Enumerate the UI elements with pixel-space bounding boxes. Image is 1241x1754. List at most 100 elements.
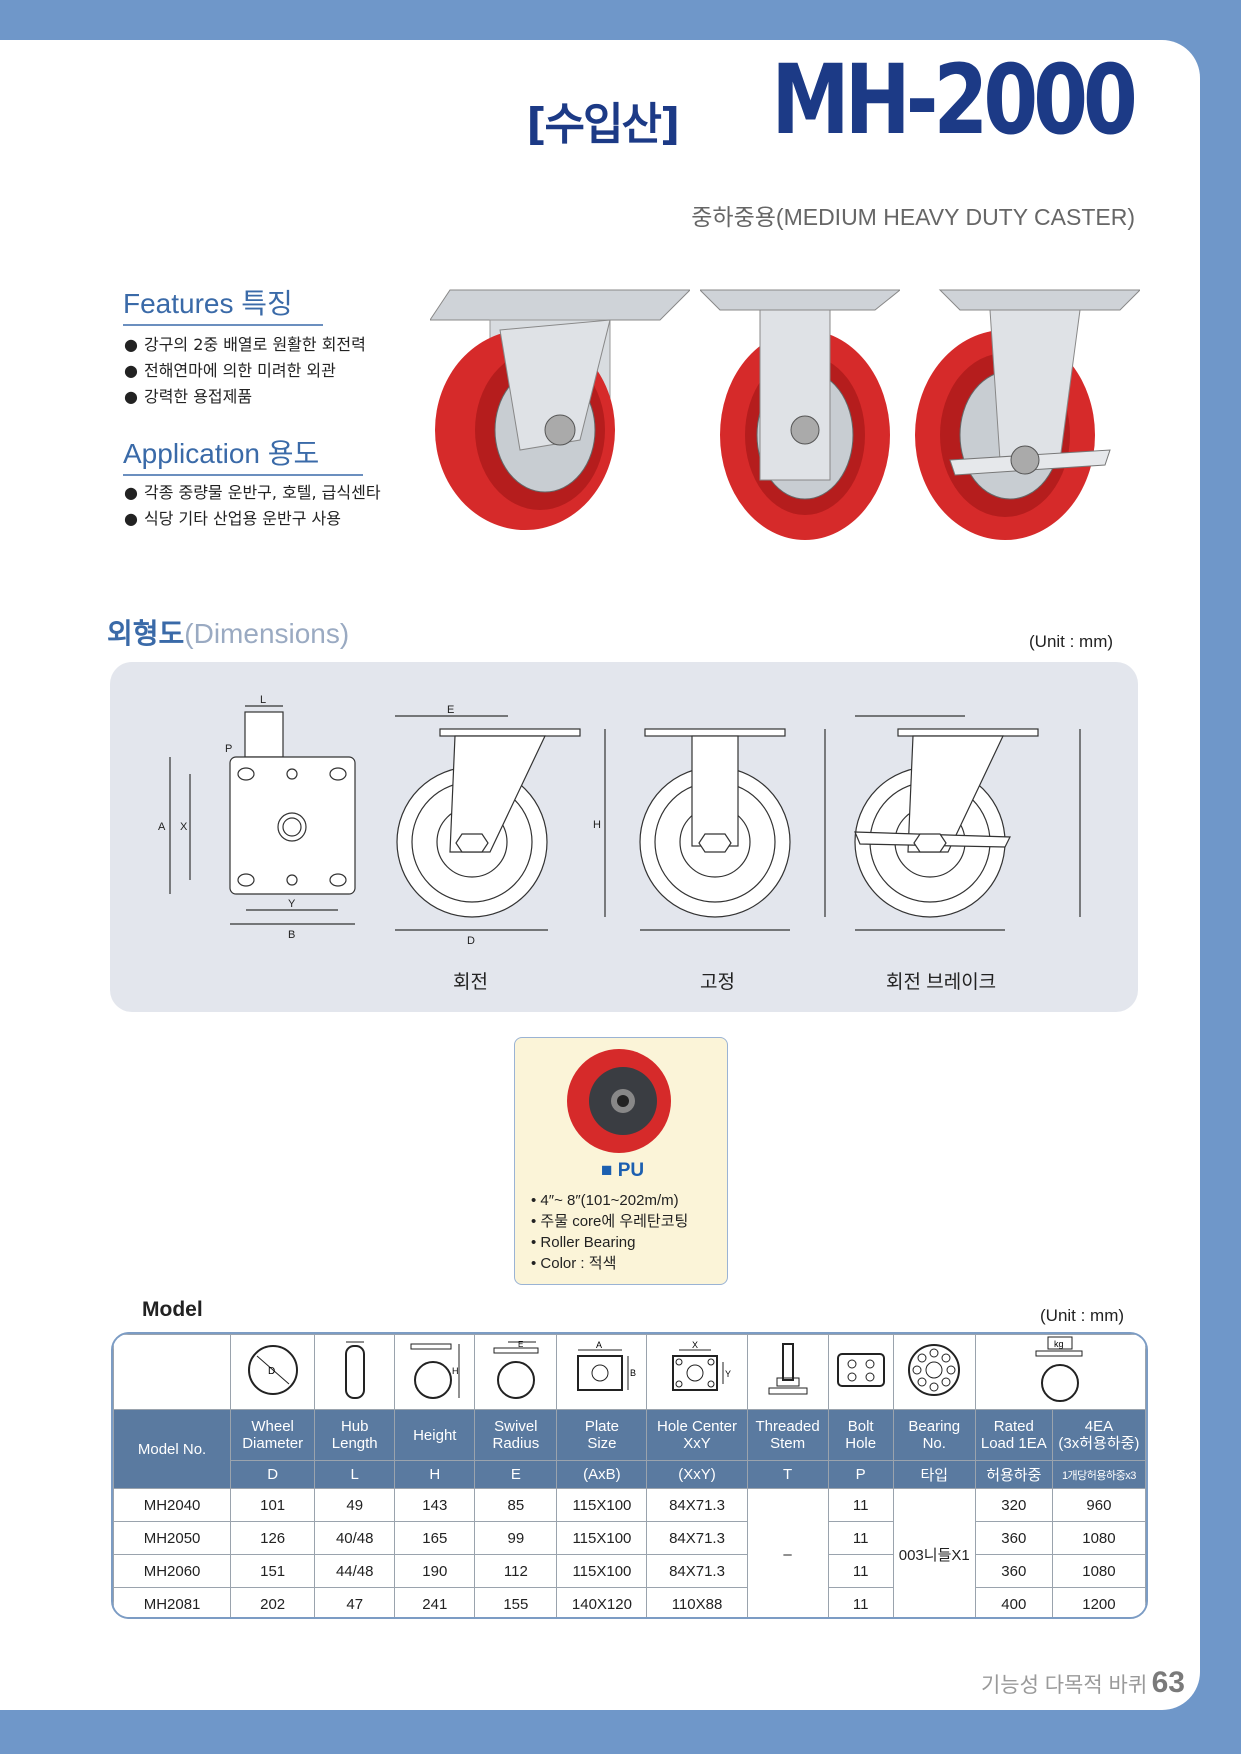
symbol-cell: (XxY) bbox=[646, 1460, 748, 1489]
icon-letter-kg: kg bbox=[1054, 1339, 1064, 1349]
pu-title: ■ PU bbox=[601, 1160, 645, 1181]
icon-letter-d: D bbox=[268, 1366, 275, 1377]
wheel-diameter-icon: D bbox=[230, 1334, 316, 1410]
cell-p: 11 bbox=[827, 1488, 894, 1522]
cell-e: 112 bbox=[474, 1554, 558, 1588]
symbol-cell: 타입 bbox=[892, 1460, 976, 1489]
cell-load4: 1200 bbox=[1051, 1587, 1146, 1617]
dimensions-title-ko: 외형도 bbox=[107, 618, 185, 649]
header-model-no: Model No. bbox=[113, 1409, 232, 1489]
icon-cell-blank bbox=[113, 1334, 232, 1410]
features-list: 강구의 2중 배열로 원활한 회전력 전해연마에 의한 미려한 외관 강력한 용… bbox=[124, 332, 366, 410]
dimensions-panel: L P A X Y B E H D bbox=[110, 662, 1138, 1012]
cell-h: 190 bbox=[394, 1554, 476, 1588]
rigid-caster-photo bbox=[700, 289, 900, 540]
page-title: MH-2000 bbox=[771, 44, 1137, 156]
cell-load: 360 bbox=[974, 1554, 1053, 1588]
icon-letter-h: H bbox=[452, 1366, 459, 1376]
cell-model: MH2081 bbox=[113, 1587, 232, 1617]
symbol-cell: 허용하중 bbox=[974, 1460, 1053, 1489]
symbol-cell: (AxB) bbox=[556, 1460, 648, 1489]
pu-spec-item: Roller Bearing bbox=[531, 1232, 688, 1253]
symbol-cell: D bbox=[230, 1460, 316, 1489]
model-unit: (Unit : mm) bbox=[1040, 1306, 1125, 1325]
cell-load4: 1080 bbox=[1051, 1554, 1146, 1588]
cell-h: 143 bbox=[394, 1488, 476, 1522]
cell-load4: 1080 bbox=[1051, 1521, 1146, 1555]
cell-d: 202 bbox=[230, 1587, 316, 1617]
symbol-cell: L bbox=[314, 1460, 396, 1489]
rigid-side-drawing bbox=[639, 728, 826, 931]
cell-e: 99 bbox=[474, 1521, 558, 1555]
icon-letter-y: Y bbox=[725, 1369, 731, 1379]
cell-l: 47 bbox=[314, 1587, 396, 1617]
swivel-caster-photo bbox=[430, 289, 690, 530]
cell-threaded-stem-merged: – bbox=[746, 1488, 829, 1617]
brake-side-drawing bbox=[854, 715, 1081, 931]
load-icon: kg bbox=[974, 1334, 1146, 1410]
icon-letter-e: E bbox=[518, 1340, 523, 1349]
caption-swivel-brake: 회전 브레이크 bbox=[886, 972, 997, 993]
title-prefix: [수입산] bbox=[526, 99, 680, 150]
icon-letter-b: B bbox=[630, 1368, 636, 1378]
symbol-cell: T bbox=[746, 1460, 829, 1489]
cell-plate: 115X100 bbox=[556, 1554, 648, 1588]
table-row: MH2040 101 49 143 85 115X100 84X71.3 – 1… bbox=[113, 1488, 1146, 1617]
cell-d: 151 bbox=[230, 1554, 316, 1588]
cell-e: 155 bbox=[474, 1587, 558, 1617]
hub-length-icon bbox=[314, 1334, 396, 1410]
dim-letter-p: P bbox=[225, 743, 232, 755]
cell-plate: 140X120 bbox=[556, 1587, 648, 1617]
caption-swivel: 회전 bbox=[453, 972, 488, 993]
symbol-cell: 1개당허용하중x3 bbox=[1051, 1460, 1146, 1489]
cell-e: 85 bbox=[474, 1488, 558, 1522]
table-row: MH2081 202 47 241 155 140X120 110X88 11 … bbox=[113, 1587, 1146, 1617]
pu-wheel-image bbox=[567, 1049, 671, 1153]
dim-letter-e: E bbox=[447, 704, 454, 716]
cell-p: 11 bbox=[827, 1521, 894, 1555]
caption-rigid: 고정 bbox=[700, 972, 735, 993]
cell-l: 49 bbox=[314, 1488, 396, 1522]
dim-letter-d: D bbox=[467, 935, 475, 947]
cell-load: 320 bbox=[974, 1488, 1053, 1522]
application-heading: Application 용도 bbox=[123, 432, 363, 476]
pu-spec-item: Color : 적색 bbox=[531, 1253, 688, 1274]
table-row: MH2060 151 44/48 190 112 115X100 84X71.3… bbox=[113, 1554, 1146, 1588]
application-item: 식당 기타 산업용 운반구 사용 bbox=[124, 506, 381, 532]
table-row: MH2050 126 40/48 165 99 115X100 84X71.3 … bbox=[113, 1521, 1146, 1555]
header-4ea-load: 4EA(3x허용하중) bbox=[1051, 1409, 1146, 1461]
pu-spec-list: 4″~ 8″(101~202m/m) 주물 core에 우레탄코팅 Roller… bbox=[531, 1190, 688, 1274]
header-height: Height bbox=[394, 1409, 476, 1461]
bearing-icon bbox=[892, 1334, 976, 1410]
feature-item: 강력한 용접제품 bbox=[124, 384, 366, 410]
title-block: [수입산] MH-2000 bbox=[526, 44, 1137, 156]
cell-d: 101 bbox=[230, 1488, 316, 1522]
dim-letter-h: H bbox=[593, 819, 601, 831]
table-symbol-row: D L H E (AxB) (XxY) T P 타입 허용하중 1개당허용하중x… bbox=[114, 1460, 1146, 1489]
feature-item: 전해연마에 의한 미려한 외관 bbox=[124, 358, 366, 384]
cell-l: 44/48 bbox=[314, 1554, 396, 1588]
dim-letter-a: A bbox=[158, 821, 166, 833]
dim-letter-y: Y bbox=[288, 898, 296, 910]
cell-model: MH2050 bbox=[113, 1521, 232, 1555]
cell-h: 165 bbox=[394, 1521, 476, 1555]
symbol-cell: P bbox=[827, 1460, 894, 1489]
product-photos bbox=[430, 280, 1150, 560]
cell-p: 11 bbox=[827, 1554, 894, 1588]
cell-model: MH2040 bbox=[113, 1488, 232, 1522]
application-list: 각종 중량물 운반구, 호텔, 급식센타 식당 기타 산업용 운반구 사용 bbox=[124, 480, 381, 532]
cell-plate: 115X100 bbox=[556, 1521, 648, 1555]
cell-load4: 960 bbox=[1051, 1488, 1146, 1522]
